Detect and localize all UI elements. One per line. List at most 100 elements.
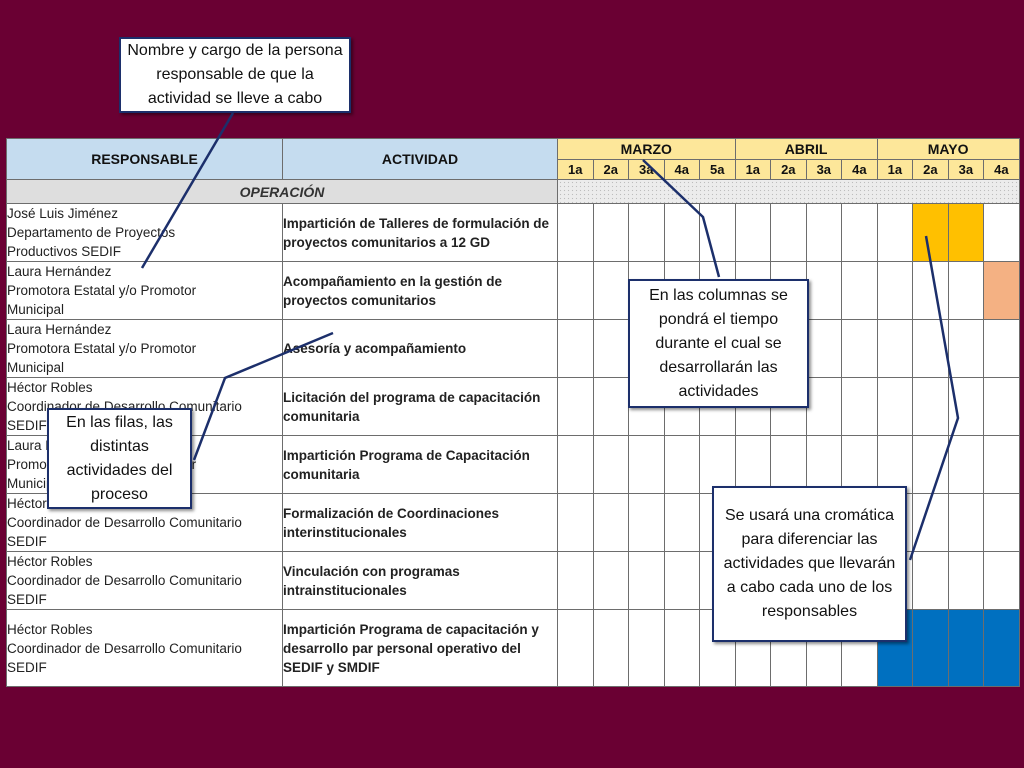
week-cell <box>592 319 629 378</box>
week-cell <box>592 493 629 552</box>
week-cell <box>557 377 594 436</box>
responsable-line: Departamento de Proyectos <box>7 225 176 240</box>
week-cell <box>983 319 1020 378</box>
week-cell <box>770 435 807 494</box>
week-cell <box>592 435 629 494</box>
week-cell <box>947 319 985 378</box>
responsable-line: SEDIF <box>7 418 47 433</box>
callout-responsable-text: Nombre y cargo de la persona responsable… <box>127 42 343 107</box>
week-cell <box>947 261 985 320</box>
week-cell <box>841 261 878 320</box>
week-cell <box>557 435 594 494</box>
week-cell <box>876 319 914 378</box>
week-cell <box>841 377 878 436</box>
responsable-line: Laura Hernández <box>7 322 112 337</box>
actividad-cell: Licitación del programa de capacitación … <box>282 377 558 436</box>
week-cell <box>557 493 594 552</box>
responsable-line: Productivos SEDIF <box>7 244 122 259</box>
week-cell <box>805 261 843 320</box>
week-cell <box>947 377 985 436</box>
actividad-cell: Impartición Programa de capacitación y d… <box>282 609 558 687</box>
week-cell <box>912 493 949 552</box>
week-cell <box>805 377 843 436</box>
week-cell <box>663 493 700 552</box>
week-cell <box>947 493 985 552</box>
week-cell <box>912 377 949 436</box>
week-cell <box>592 261 629 320</box>
responsable-line: Héctor Robles <box>7 380 93 395</box>
week-cell <box>557 319 594 378</box>
actividad-cell: Impartición Programa de Capacitación com… <box>282 435 558 494</box>
week-cell <box>663 203 700 262</box>
actividad-cell: Vinculación con programas intrainstituci… <box>282 551 558 610</box>
week-header: 1a <box>876 159 914 180</box>
week-header: 3a <box>628 159 665 180</box>
week-cell <box>841 319 878 378</box>
responsable-line: Laura Hernández <box>7 264 112 279</box>
responsable-line: SEDIF <box>7 659 47 675</box>
week-cell-highlighted <box>983 261 1020 320</box>
header-responsable: RESPONSABLE <box>6 138 283 180</box>
week-cell <box>983 493 1020 552</box>
week-cell <box>912 261 949 320</box>
week-cell <box>734 435 772 494</box>
week-cell <box>663 435 700 494</box>
actividad-cell: Asesoría y acompañamiento <box>282 319 558 378</box>
week-cell <box>912 435 949 494</box>
responsable-line: Promotora Estatal y/o Promotor <box>7 341 197 356</box>
week-cell-highlighted <box>912 203 949 262</box>
week-cell <box>912 551 949 610</box>
responsable-line: SEDIF <box>7 534 47 549</box>
responsable-line: Héctor Robles <box>7 621 93 637</box>
week-cell <box>876 203 914 262</box>
week-header: 3a <box>805 159 843 180</box>
week-cell <box>699 435 736 494</box>
week-header: 4a <box>663 159 700 180</box>
week-cell <box>628 493 665 552</box>
week-cell <box>770 203 807 262</box>
callout-cromatica: Se usará una cromática para diferenciar … <box>712 486 907 642</box>
week-cell <box>841 203 878 262</box>
month-marzo: MARZO <box>557 138 736 160</box>
week-cell <box>912 319 949 378</box>
week-cell <box>592 377 629 436</box>
month-header-row: RESPONSABLE ACTIVIDAD MARZO ABRIL MAYO <box>6 138 1020 180</box>
week-header: 3a <box>947 159 985 180</box>
callout-cromatica-text: Se usará una cromática para diferenciar … <box>723 507 896 620</box>
week-cell-highlighted <box>947 203 985 262</box>
week-cell <box>983 203 1020 262</box>
responsable-line: SEDIF <box>7 592 47 607</box>
week-cell <box>592 609 629 687</box>
responsable-line: Municipal <box>7 302 65 317</box>
week-cell <box>628 551 665 610</box>
week-cell <box>876 377 914 436</box>
week-cell <box>983 435 1020 494</box>
week-cell <box>983 377 1020 436</box>
week-cell <box>557 551 594 610</box>
week-cell <box>557 261 594 320</box>
responsable-line: Héctor Robles <box>7 554 93 569</box>
callout-filas: En las filas, las distintas actividades … <box>47 408 192 509</box>
week-cell <box>592 551 629 610</box>
week-header: 4a <box>841 159 878 180</box>
week-cell <box>557 203 594 262</box>
month-abril: ABRIL <box>734 138 878 160</box>
actividad-cell: Impartición de Talleres de formulación d… <box>282 203 558 262</box>
responsable-line: Coordinador de Desarrollo Comunitario <box>7 573 242 588</box>
week-cell <box>628 609 665 687</box>
month-mayo: MAYO <box>876 138 1020 160</box>
week-header: 1a <box>557 159 594 180</box>
week-cell <box>983 551 1020 610</box>
callout-columnas-text: En las columnas se pondrá el tiempo dura… <box>649 286 788 400</box>
week-cell-highlighted <box>947 609 985 687</box>
week-cell <box>592 203 629 262</box>
week-header: 1a <box>734 159 772 180</box>
week-cell <box>876 261 914 320</box>
week-cell <box>947 551 985 610</box>
